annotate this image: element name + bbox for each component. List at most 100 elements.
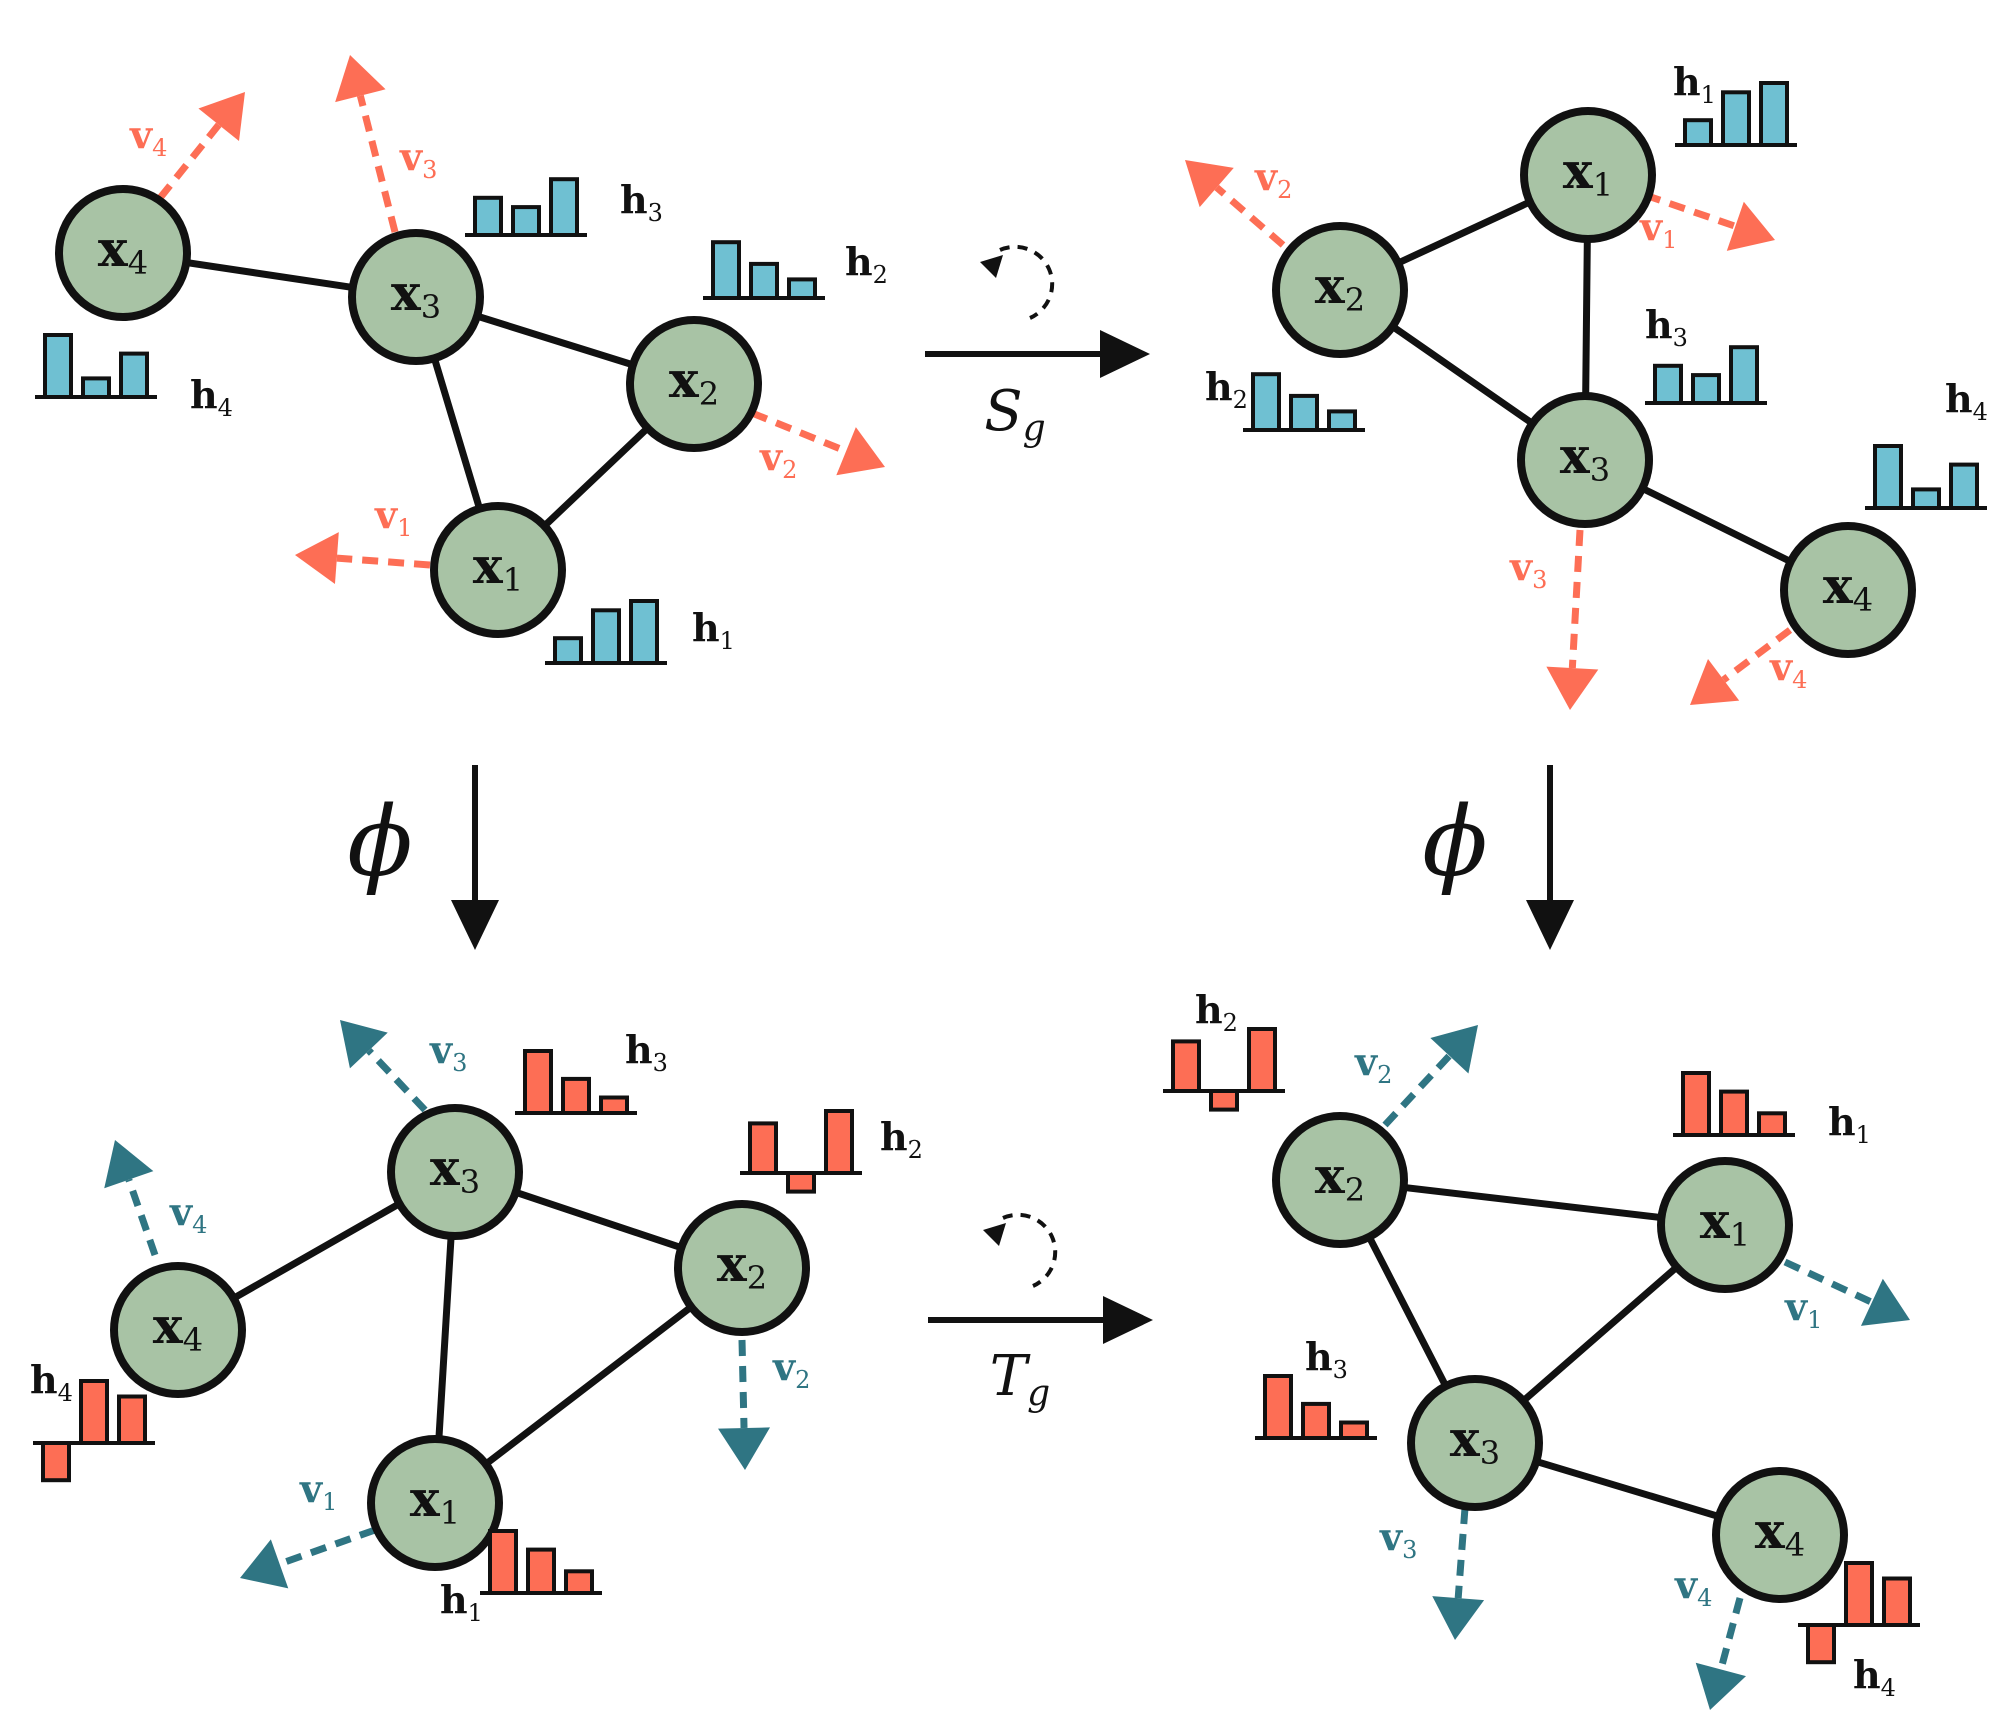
feature-bar <box>748 1121 778 1176</box>
vector-label-bottom-left-v1: v1 <box>299 1466 337 1516</box>
feature-bar <box>787 277 817 300</box>
feature-bar <box>1263 1374 1293 1440</box>
feature-bar <box>1757 1111 1787 1138</box>
rotation-icon <box>999 244 1055 320</box>
feature-bar <box>79 1379 109 1445</box>
node-bottom-left-x2: x2 <box>674 1200 810 1336</box>
feature-bar <box>1911 487 1941 510</box>
feature-label-bottom-right-h3: h3 <box>1305 1334 1348 1384</box>
feature-bar <box>1873 444 1903 510</box>
node-top-left-x2: x2 <box>626 316 762 452</box>
feature-bar <box>824 1109 854 1175</box>
feature-bar <box>1844 1561 1874 1627</box>
feature-bar <box>553 636 583 666</box>
node-bottom-left-x1: x1 <box>367 1435 503 1571</box>
vector-label-top-left-v3: v3 <box>399 134 437 184</box>
vector-arrow-bottom-left-v4 <box>104 1140 159 1257</box>
node-label: x4 <box>1823 556 1873 619</box>
feature-label-top-right-h3: h3 <box>1645 302 1688 352</box>
vector-label-bottom-left-v4: v4 <box>169 1189 207 1239</box>
node-bottom-left-x3: x3 <box>387 1104 523 1240</box>
vector-label-bottom-right-v1: v1 <box>1784 1284 1822 1334</box>
node-top-left-x4: x4 <box>55 185 191 321</box>
feature-bar <box>591 608 621 665</box>
node-label: x3 <box>430 1138 480 1201</box>
node-label: x2 <box>669 350 719 413</box>
feature-histogram-top-right-h3 <box>1645 345 1767 406</box>
vector-arrow-top-left-v1 <box>295 532 431 585</box>
vector-arrow-top-right-v3 <box>1546 529 1599 710</box>
feature-label-top-right-h1: h1 <box>1673 59 1716 109</box>
feature-label-bottom-right-h1: h1 <box>1828 1099 1871 1149</box>
node-label: x2 <box>1315 1146 1365 1209</box>
feature-bar <box>1171 1039 1201 1094</box>
vector-label-top-right-v4: v4 <box>1769 644 1807 694</box>
feature-bar <box>41 1441 71 1483</box>
node-bottom-right-x3: x3 <box>1407 1375 1543 1511</box>
vector-label-bottom-left-v3: v3 <box>429 1027 467 1077</box>
feature-histogram-top-left-h4 <box>35 333 157 400</box>
vector-label-top-left-v2: v2 <box>759 434 797 484</box>
feature-label-top-left-h2: h2 <box>845 239 888 289</box>
node-top-right-x2: x2 <box>1272 222 1408 358</box>
vector-arrow-bottom-right-v1 <box>1783 1258 1910 1326</box>
feature-bar <box>1721 90 1751 148</box>
vector-label-bottom-right-v4: v4 <box>1674 1562 1712 1612</box>
rotation-icon <box>1002 1212 1058 1288</box>
vector-label-bottom-right-v3: v3 <box>1379 1514 1417 1564</box>
feature-bar <box>1301 1401 1331 1441</box>
vector-label-top-right-v2: v2 <box>1254 154 1292 204</box>
node-bottom-left-x4: x4 <box>110 1262 246 1398</box>
node-label: x3 <box>1560 426 1610 489</box>
vector-arrow-top-right-v4 <box>1690 627 1793 705</box>
node-bottom-right-x1: x1 <box>1657 1157 1793 1293</box>
map-arrow-right: ϕ <box>1422 765 1574 950</box>
feature-histogram-top-right-h1 <box>1675 81 1797 148</box>
map-label-right: ϕ <box>1422 786 1487 898</box>
feature-bar <box>43 333 73 399</box>
feature-bar <box>564 1569 594 1596</box>
feature-bar <box>1759 81 1789 147</box>
feature-bar <box>629 599 659 665</box>
feature-bar <box>1882 1576 1912 1627</box>
feature-label-top-right-h4: h4 <box>1945 376 1988 426</box>
feature-histogram-bottom-right-h2 <box>1163 1027 1285 1112</box>
feature-bar <box>1681 1071 1711 1137</box>
node-label: x3 <box>391 263 441 326</box>
node-label: x1 <box>1700 1191 1750 1254</box>
node-top-right-x4: x4 <box>1780 522 1916 658</box>
feature-bar <box>749 261 779 300</box>
node-top-left-x3: x3 <box>348 229 484 365</box>
feature-bar <box>511 205 541 238</box>
feature-bar <box>711 240 741 300</box>
vector-label-bottom-left-v2: v2 <box>772 1344 810 1394</box>
feature-bar <box>1691 373 1721 406</box>
feature-histogram-top-right-h2 <box>1243 372 1365 433</box>
feature-label-bottom-left-h1: h1 <box>440 1577 483 1627</box>
feature-bar <box>1949 462 1979 511</box>
feature-bar <box>1653 363 1683 405</box>
feature-histogram-top-right-h4 <box>1865 444 1987 511</box>
feature-histogram-bottom-left-h4 <box>33 1379 155 1483</box>
vector-label-top-left-v1: v1 <box>374 492 412 542</box>
node-top-right-x3: x3 <box>1517 392 1653 528</box>
feature-bar <box>549 177 579 237</box>
rotation-arrowhead-icon <box>980 255 1003 278</box>
node-label: x4 <box>153 1296 203 1359</box>
vector-arrow-top-left-v2 <box>750 409 885 476</box>
feature-bar <box>561 1076 591 1116</box>
feature-bar <box>526 1547 556 1595</box>
vector-arrow-bottom-left-v2 <box>718 1339 771 1470</box>
feature-bar <box>1339 1420 1369 1440</box>
vector-arrow-bottom-right-v4 <box>1695 1597 1746 1710</box>
feature-bar <box>1327 409 1357 432</box>
vector-arrow-top-left-v3 <box>335 55 399 233</box>
map-label-left: ϕ <box>347 786 412 898</box>
feature-label-bottom-left-h2: h2 <box>880 1114 923 1164</box>
feature-histogram-bottom-left-h3 <box>515 1049 637 1116</box>
feature-label-bottom-left-h3: h3 <box>625 1027 668 1077</box>
feature-bar <box>1729 345 1759 406</box>
vector-label-top-right-v1: v1 <box>1639 204 1677 254</box>
feature-label-top-left-h1: h1 <box>692 605 735 655</box>
